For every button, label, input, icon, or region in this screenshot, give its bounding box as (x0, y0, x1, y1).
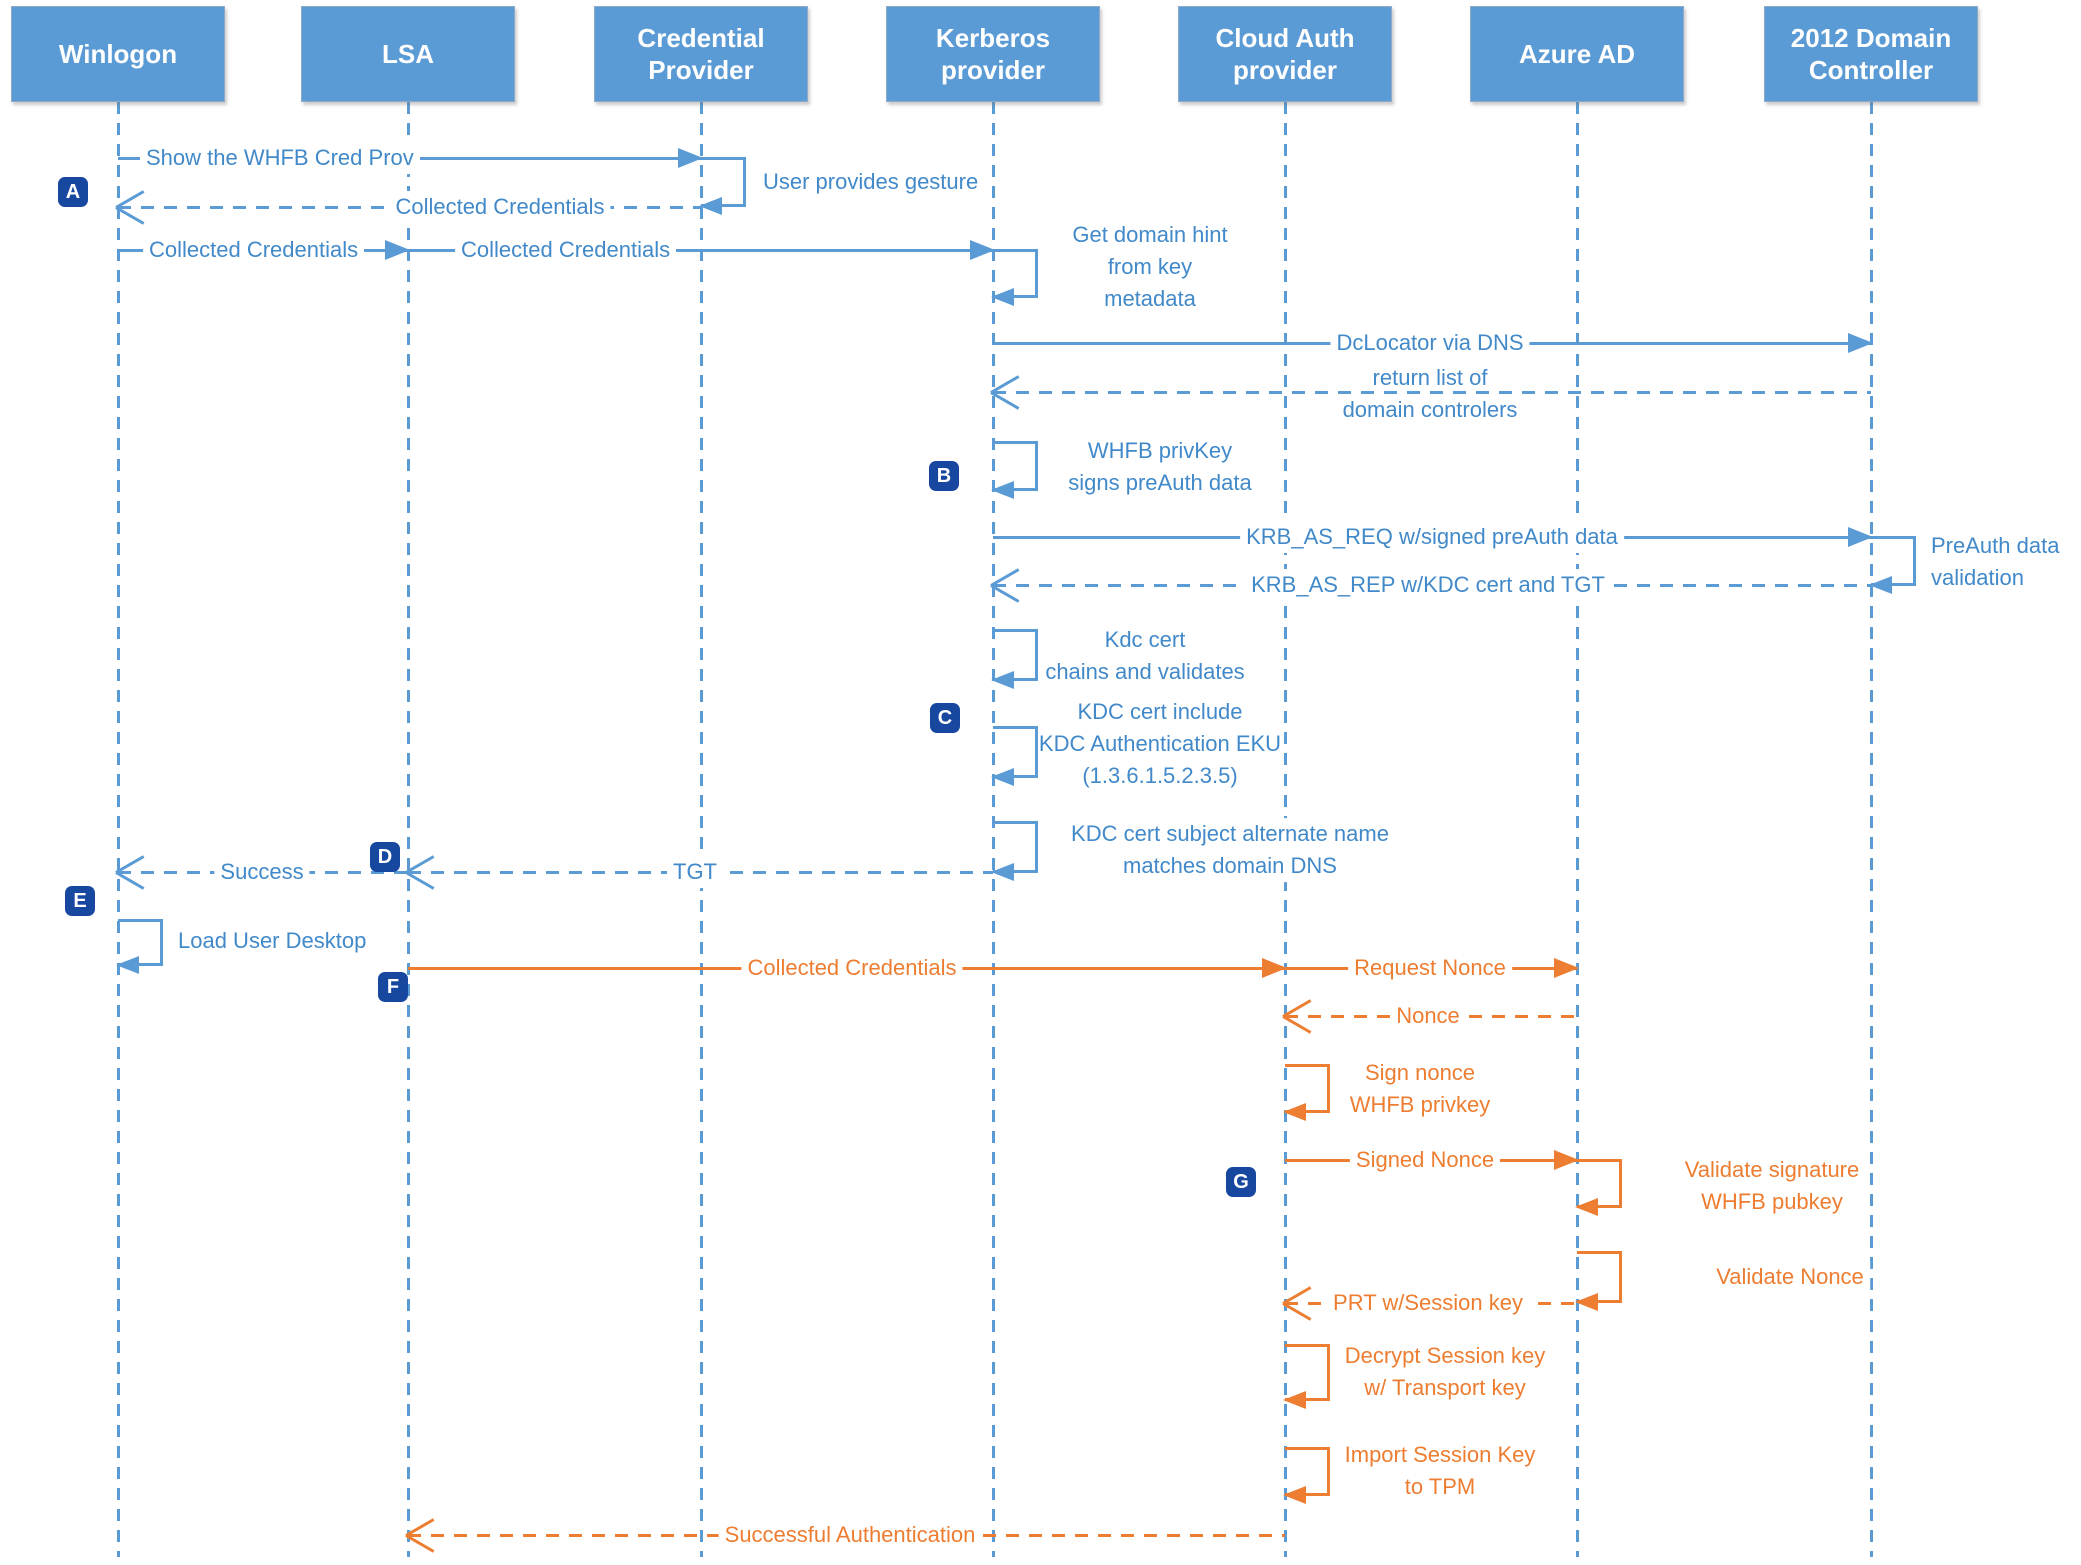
label-kdc-cert-chains: Kdc cert chains and validates (1045, 627, 1245, 684)
self-loop-user-gesture (699, 157, 746, 215)
self-loop-kdc-cert-san (991, 821, 1038, 881)
badge-step-a: A (58, 177, 88, 207)
open-arrowhead-icon (116, 190, 150, 224)
label-prt-session-key: PRT w/Session key (1327, 1287, 1529, 1319)
arrowhead-icon (1283, 1486, 1306, 1504)
arrowhead-icon (991, 481, 1014, 499)
label-whfb-privkey-signs: WHFB privKey signs preAuth data (1068, 438, 1252, 495)
arrowhead-icon (1575, 1293, 1598, 1311)
arrowhead-icon (1848, 333, 1873, 353)
label-preauth-validation: PreAuth data validation (1931, 533, 2060, 590)
lifeline-winlogon (117, 102, 120, 1557)
badge-step-c: C (930, 703, 960, 733)
lifeline-credential-provider (700, 102, 703, 1557)
label-return-dc-list: return list of domain controlers (1342, 365, 1518, 422)
arrowhead-icon (116, 956, 139, 974)
arrowhead-icon (991, 288, 1014, 306)
arrow-collected-creds-kerberos (408, 240, 995, 260)
arrowhead-icon (1575, 1198, 1598, 1216)
label-kdc-cert-san: KDC cert subject alternate name matches … (1065, 818, 1395, 882)
actor-winlogon: Winlogon (11, 6, 225, 102)
badge-step-f: F (378, 972, 408, 1002)
self-loop-decrypt-session-key (1283, 1344, 1330, 1409)
actor-azure-ad: Azure AD (1470, 6, 1684, 102)
arrowhead-icon (1869, 576, 1892, 594)
lifeline-lsa (407, 102, 410, 1557)
self-loop-get-domain-hint (991, 249, 1038, 306)
label-krb-as-req: KRB_AS_REQ w/signed preAuth data (1240, 521, 1624, 553)
arrowhead-icon (1554, 958, 1579, 978)
label-decrypt-session-key: Decrypt Session key w/ Transport key (1344, 1343, 1546, 1400)
arrowhead-icon (970, 240, 995, 260)
open-arrowhead-icon (1283, 999, 1317, 1033)
label-krb-as-rep: KRB_AS_REP w/KDC cert and TGT (1245, 569, 1611, 601)
arrowhead-icon (1554, 1150, 1579, 1170)
arrowhead-icon (991, 671, 1014, 689)
open-arrowhead-icon (991, 568, 1025, 602)
label-success: Success (214, 856, 310, 888)
actor-kerberos-provider: Kerberos provider (886, 6, 1100, 102)
lifeline-domain-controller (1870, 102, 1873, 1557)
arrowhead-icon (991, 863, 1014, 881)
label-collected-creds-lsa: Collected Credentials (143, 234, 365, 266)
badge-step-b: B (929, 461, 959, 491)
open-arrowhead-icon (406, 1518, 440, 1552)
label-dclocator: DcLocator via DNS (1330, 327, 1530, 359)
lifeline-kerberos-provider (992, 102, 995, 1557)
arrowhead-icon (1283, 1391, 1306, 1409)
label-get-domain-hint: Get domain hint from key metadata (1072, 222, 1228, 311)
label-kdc-cert-eku: KDC cert include KDC Authentication EKU … (1038, 699, 1282, 788)
label-load-desktop: Load User Desktop (178, 928, 367, 954)
label-successful-auth: Successful Authentication (718, 1519, 982, 1551)
badge-step-g: G (1226, 1167, 1256, 1197)
label-show-cred-prov: Show the WHFB Cred Prov (140, 142, 420, 174)
arrowhead-icon (678, 148, 703, 168)
actor-domain-controller: 2012 Domain Controller (1764, 6, 1978, 102)
self-loop-sign-nonce (1283, 1064, 1330, 1121)
badge-step-d: D (370, 842, 400, 872)
open-arrowhead-icon (991, 375, 1025, 409)
label-tgt: TGT (667, 856, 723, 888)
label-collected-creds-cloud: Collected Credentials (741, 952, 963, 984)
self-loop-import-session-key (1283, 1447, 1330, 1504)
badge-step-e: E (65, 886, 95, 916)
label-signed-nonce: Signed Nonce (1349, 1144, 1501, 1176)
self-loop-kdc-cert-eku (991, 726, 1038, 786)
arrow-return-dc-list (993, 391, 1871, 394)
label-import-session-key: Import Session Key to TPM (1344, 1442, 1536, 1499)
self-loop-preauth-validation (1869, 536, 1916, 594)
actor-credential-provider: Credential Provider (594, 6, 808, 102)
actor-cloud-auth-provider: Cloud Auth provider (1178, 6, 1392, 102)
self-loop-kdc-cert-chains (991, 629, 1038, 689)
actor-lsa: LSA (301, 6, 515, 102)
label-user-gesture: User provides gesture (763, 169, 979, 195)
open-arrowhead-icon (116, 855, 150, 889)
arrowhead-icon (699, 197, 722, 215)
label-validate-signature: Validate signature WHFB pubkey (1678, 1154, 1866, 1218)
self-loop-whfb-privkey-signs (991, 441, 1038, 499)
arrowhead-icon (1283, 1103, 1306, 1121)
open-arrowhead-icon (1283, 1286, 1317, 1320)
arrowhead-icon (1262, 958, 1287, 978)
open-arrowhead-icon (406, 855, 440, 889)
lifeline-azure-ad (1576, 102, 1579, 1557)
label-validate-nonce: Validate Nonce (1710, 1261, 1870, 1293)
arrowhead-icon (1848, 527, 1873, 547)
label-request-nonce: Request Nonce (1348, 952, 1512, 984)
arrowhead-icon (385, 240, 410, 260)
label-sign-nonce: Sign nonce WHFB privkey (1349, 1060, 1491, 1117)
self-loop-load-desktop (116, 919, 163, 974)
label-collected-creds-return: Collected Credentials (389, 191, 611, 223)
label-nonce: Nonce (1390, 1000, 1466, 1032)
arrowhead-icon (991, 768, 1014, 786)
self-loop-validate-signature (1575, 1159, 1622, 1216)
self-loop-validate-nonce (1575, 1251, 1622, 1311)
label-collected-creds-kerberos: Collected Credentials (455, 234, 677, 266)
